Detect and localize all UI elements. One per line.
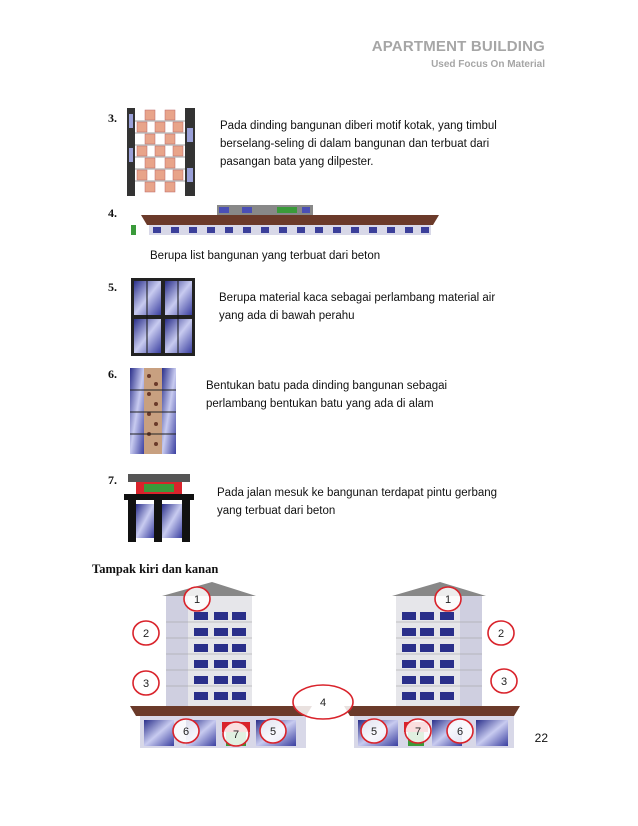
building-elevation-drawing: 1 2 3 4 6 7 5 5 7 6 1 2 3 [130, 582, 520, 748]
elevation-marker-label: 3 [501, 676, 507, 688]
section-heading: Tampak kiri dan kanan [92, 562, 219, 576]
description-line: berselang-seling di dalam bangunan dan t… [220, 138, 490, 150]
concrete-cornice-image [131, 205, 439, 235]
description-line: yang ada di bawah perahu [219, 310, 355, 322]
description-line: Berupa material kaca sebagai perlambang … [219, 292, 496, 304]
description-line: Bentukan batu pada dinding bangunan seba… [206, 380, 448, 392]
item-number-4: 4. [108, 206, 117, 220]
item-5-description: Berupa material kaca sebagai perlambang … [219, 289, 495, 325]
item-number-7: 7. [108, 473, 117, 487]
elevation-marker-label: 4 [320, 697, 326, 709]
elevation-marker-label: 5 [371, 726, 377, 738]
elevation-marker-label: 2 [143, 628, 149, 640]
item-number-5: 5. [108, 280, 117, 294]
description-line: perlambang bentukan batu yang ada di ala… [206, 398, 434, 410]
elevation-marker-label: 6 [183, 726, 189, 738]
elevation-marker-label: 5 [270, 726, 276, 738]
description-line: yang terbuat dari beton [217, 505, 336, 517]
description-line: Pada dinding bangunan diberi motif kotak… [220, 120, 497, 132]
description-line: Pada jalan mesuk ke bangunan terdapat pi… [217, 487, 498, 499]
item-number-6: 6. [108, 367, 117, 381]
elevation-marker-label: 7 [415, 726, 421, 738]
description-line: Berupa list bangunan yang terbuat dari b… [150, 250, 381, 262]
description-line: pasangan bata yang dilpester. [220, 156, 374, 168]
elevation-marker-label: 6 [457, 726, 463, 738]
document-title: APARTMENT BUILDING [371, 38, 545, 55]
page-number: 22 [534, 731, 548, 745]
item-number-3: 3. [108, 111, 117, 125]
elevation-marker-label: 2 [498, 628, 504, 640]
entrance-gate-image [124, 474, 194, 542]
elevation-marker-label: 3 [143, 678, 149, 690]
stone-wall-image [130, 368, 176, 454]
document-subtitle: Used Focus On Material [431, 59, 545, 70]
elevation-marker-label: 1 [445, 594, 451, 606]
item-3-description: Pada dinding bangunan diberi motif kotak… [220, 117, 497, 171]
item-7-description: Pada jalan mesuk ke bangunan terdapat pi… [217, 484, 497, 520]
elevation-marker-label: 1 [194, 594, 200, 606]
item-6-description: Bentukan batu pada dinding bangunan seba… [206, 377, 447, 413]
brick-wall-pattern-image [127, 108, 195, 196]
elevation-marker-label: 7 [233, 729, 239, 741]
glass-panel-image [131, 278, 195, 356]
item-4-description: Berupa list bangunan yang terbuat dari b… [150, 247, 380, 265]
